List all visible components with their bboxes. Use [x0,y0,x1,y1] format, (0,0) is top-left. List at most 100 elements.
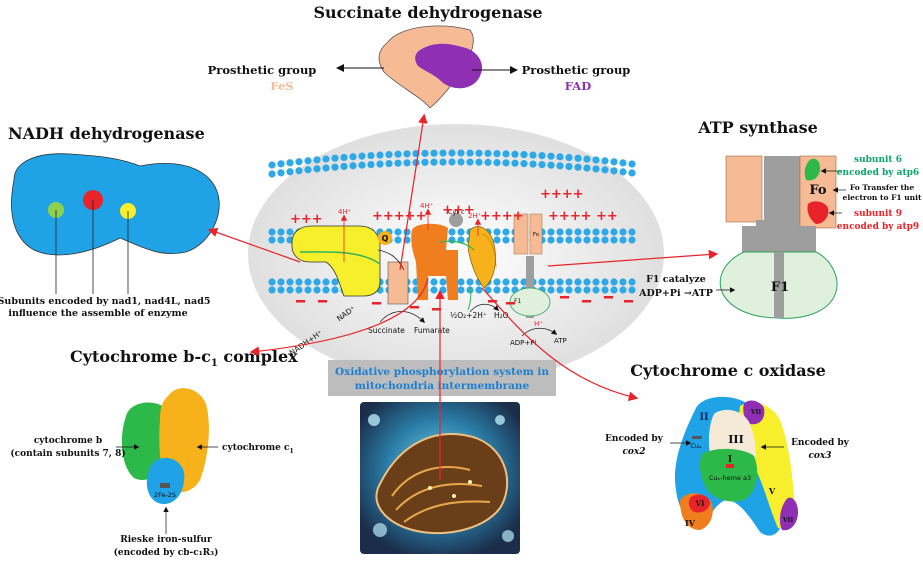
lipid-bead [628,228,636,236]
lipid-bead [592,165,600,173]
complex-ii-shape [387,261,409,305]
lipid-bead [286,168,294,176]
lipid-bead [448,228,456,236]
nadh-caption-1: Subunits encoded by nad1, nad4L, nad5 [0,296,210,307]
lipid-bead [457,228,465,236]
atp-stator-bar [742,226,816,252]
lipid-bead [277,286,285,294]
negative-charges [296,296,633,311]
lipid-bead [349,162,357,170]
lipid-bead [601,166,609,174]
lipid-bead [277,169,285,177]
lipid-bead [565,278,573,286]
lipid-bead [286,159,294,167]
lipid-bead [547,286,555,294]
lipid-bead [331,286,339,294]
lipid-bead [556,286,564,294]
lipid-bead [493,236,501,244]
lipid-bead [583,286,591,294]
lipid-bead [277,278,285,286]
lipid-bead [358,152,366,160]
svg-text:cox3: cox3 [808,451,831,461]
lipid-bead [601,228,609,236]
lipid-bead [430,158,438,166]
lipid-bead [601,278,609,286]
lipid-bead [592,236,600,244]
subunit9-shape [807,201,829,224]
lipid-bead [295,167,303,175]
lipid-bead [430,286,438,294]
sdh-title: Succinate dehydrogenase [313,3,542,22]
svg-text:F1: F1 [771,280,789,295]
center-caption-box [328,360,556,396]
fo-small-left [513,213,529,255]
svg-text:+++++: +++++ [372,209,426,224]
lipid-bead [421,149,429,157]
svg-text:IV: IV [685,518,696,528]
svg-text:++: ++ [596,209,618,224]
lipid-bead [367,160,375,169]
nadh-title: NADH dehydrogenase [8,124,205,143]
nadh-enzyme-shape [11,153,220,256]
minus-sign [488,300,497,303]
rieske-shape [146,457,185,504]
lipid-bead [286,228,294,236]
atp-title: ATP synthase [697,118,818,137]
lipid-bead [610,286,618,294]
svg-text:subunit 9: subunit 9 [854,209,902,219]
lipid-bead [304,157,312,165]
lipid-bead [475,286,483,294]
svg-text:Q: Q [382,234,389,243]
lipid-bead [601,286,609,294]
svg-text:Fo: Fo [533,232,540,238]
svg-text:encoded by atp9: encoded by atp9 [837,222,919,232]
cox-subunit-vi-shape [688,494,710,513]
atp-synthase-illustration: Fo F1 subunit 6 encoded by atp6 Fo Trans… [638,155,922,319]
svg-text:ADP+Pi →ATP: ADP+Pi →ATP [638,288,713,299]
lipid-bead [322,155,330,163]
lipid-bead [502,228,510,236]
svg-text:Cuₐ: Cuₐ [690,442,702,450]
lipid-bead [583,278,591,286]
lipid-bead [295,286,303,294]
fad-subunit-shape [415,43,483,89]
lipid-bead [556,153,564,161]
lipid-bead [457,286,465,294]
lipid-bead [358,161,366,169]
svg-text:Cyt c: Cyt c [448,208,465,216]
svg-text:cytochrome b: cytochrome b [34,436,102,446]
lipid-bead [268,278,276,286]
lipid-bead [529,160,537,168]
lipid-bead [628,286,636,294]
minus-sign [318,300,327,303]
lipid-bead [592,228,600,236]
lipid-bead [385,159,393,168]
lipid-bead [547,228,555,236]
lipid-bead [457,158,465,166]
svg-text:I: I [728,455,732,465]
lipid-bead [475,149,483,157]
subunit6-shape [804,158,820,181]
lipid-bead [331,163,339,171]
lipid-bead [439,158,447,166]
svg-text:electron to F1 unit: electron to F1 unit [843,193,922,202]
cox-subunit-i-shape [699,448,758,502]
svg-text:III: III [728,433,743,446]
lipid-bead [610,158,618,166]
lipid-bead [313,286,321,294]
lipid-bead [394,236,402,244]
svg-text:+++: +++ [442,203,475,218]
lipid-bead [610,278,618,286]
lipid-bead [484,158,492,166]
cox-title: Cytochrome c oxidase [630,361,826,380]
sdh-illustration: Prosthetic group FeS Prosthetic group FA… [208,25,631,109]
lipid-bead [583,236,591,244]
sdh-right-label: Prosthetic group [522,63,631,77]
lipid-bead [403,228,411,236]
lipid-bead [538,278,546,286]
lipid-bead [286,286,294,294]
lipid-bead [466,278,474,286]
lipid-bead [574,286,582,294]
lipid-bead [574,154,582,162]
ubiquinone-circle [378,231,392,245]
